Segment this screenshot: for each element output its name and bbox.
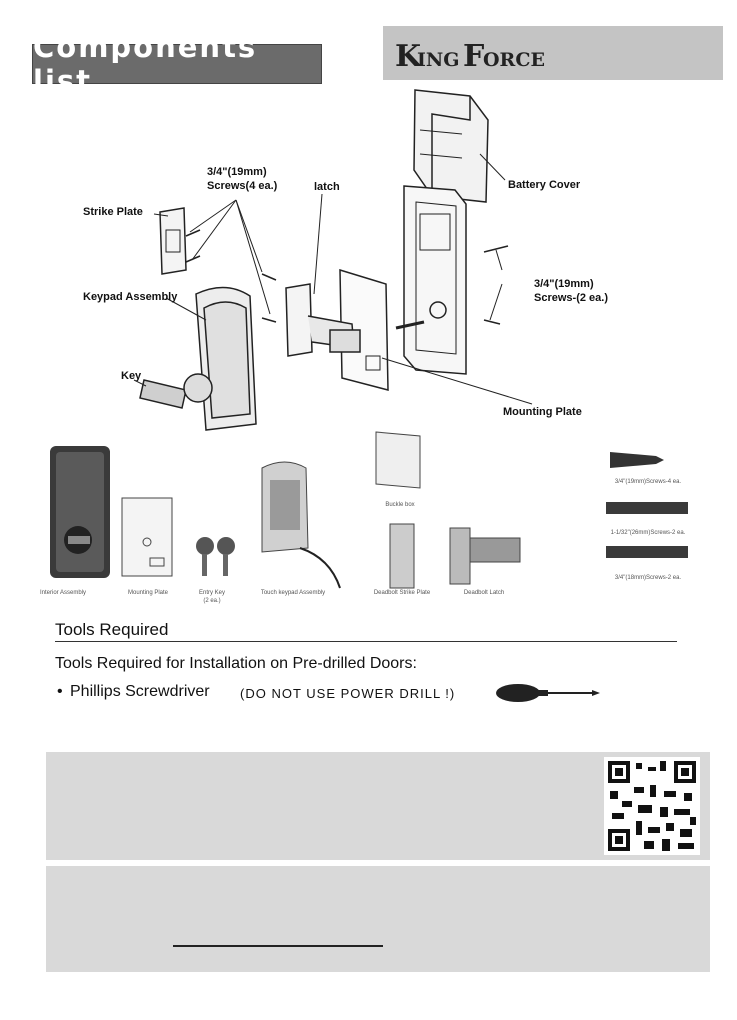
part-buckle-box: Buckle box	[370, 502, 430, 508]
brand-banner: K ING F ORCE	[383, 26, 723, 80]
screws-right-size-label: 3/4"(19mm)	[534, 278, 594, 290]
info-panel-bottom	[46, 866, 710, 972]
key-label: Key	[121, 370, 141, 382]
part-screw-c: 3/4"(18mm)Screws-2 ea.	[592, 575, 704, 581]
part-screw-a: 3/4"(19mm)Screws-4 ea.	[592, 479, 704, 485]
part-entry-key-qty: (2 ea.)	[190, 598, 234, 604]
mounting-plate-label: Mounting Plate	[503, 406, 582, 418]
keypad-assembly-label: Keypad Assembly	[83, 291, 177, 303]
latch-label: latch	[314, 181, 340, 193]
part-entry-key: Entry Key	[190, 590, 234, 596]
screwdriver-icon	[496, 682, 602, 704]
part-screw-b: 1-1/32"(26mm)Screws-2 ea.	[592, 530, 704, 536]
svg-text:F: F	[463, 39, 484, 72]
qr-code	[604, 757, 700, 855]
part-touch-keypad: Touch keypad Assembly	[244, 590, 342, 596]
page-title: Components list	[32, 44, 322, 84]
svg-text:ORCE: ORCE	[483, 49, 545, 71]
tools-heading: Tools Required	[55, 620, 168, 640]
part-deadbolt-strike: Deadbolt Strike Plate	[354, 590, 450, 596]
interior-assembly-image	[50, 446, 110, 578]
part-deadbolt-latch: Deadbolt Latch	[456, 590, 512, 596]
screws-top-size-label: 3/4"(19mm)	[207, 166, 267, 178]
part-mounting-plate: Mounting Plate	[112, 590, 184, 596]
brand-logo: K ING F ORCE	[395, 38, 575, 72]
svg-text:ING: ING	[417, 49, 459, 71]
tools-subheading: Tools Required for Installation on Pre-d…	[55, 655, 417, 673]
bullet: •	[57, 683, 63, 701]
screws-right-count-label: Screws-(2 ea.)	[534, 292, 608, 304]
screws-top-count-label: Screws(4 ea.)	[207, 180, 277, 192]
tool-item: Phillips Screwdriver	[70, 683, 210, 701]
battery-cover-label: Battery Cover	[508, 179, 580, 191]
strike-plate-label: Strike Plate	[83, 206, 143, 218]
part-interior-assembly: Interior Assembly	[28, 590, 98, 596]
exploded-diagram	[0, 84, 737, 444]
power-drill-warning: (DO NOT USE POWER DRILL !)	[240, 686, 455, 701]
tools-divider	[55, 641, 677, 642]
signature-line	[173, 945, 383, 947]
